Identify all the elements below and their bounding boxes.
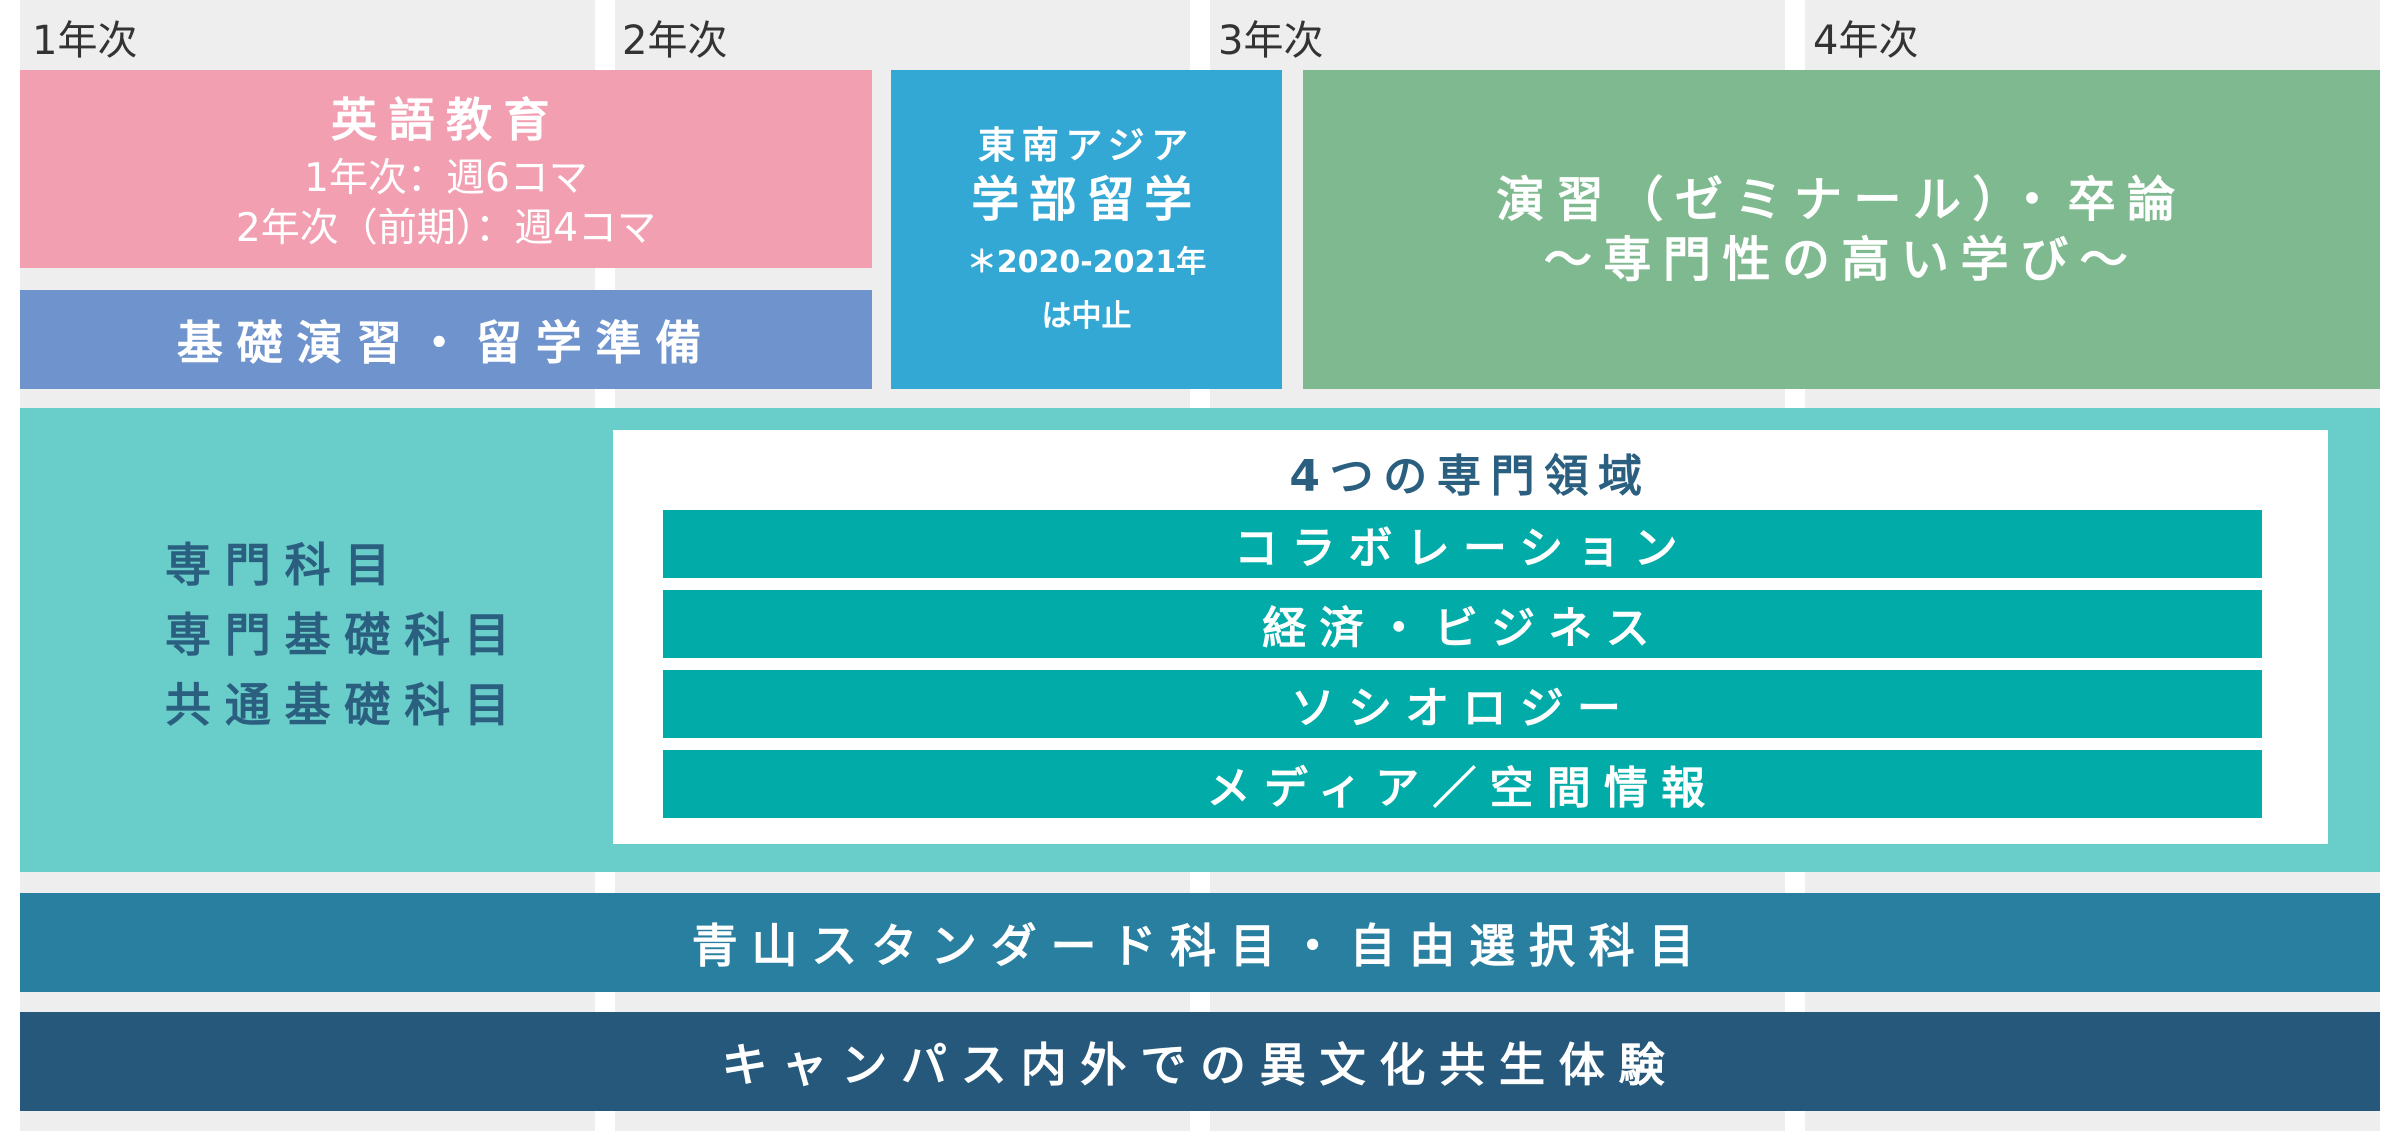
specialty-label-1: 専門科目 [165,538,405,592]
domain-economics-business: 経済・ビジネス [663,590,2262,658]
intercultural-experience-label: キャンパス内外での異文化共生体験 [721,1037,1679,1092]
study-abroad-note-1: ＊2020-2021年 [966,244,1207,280]
domain-media-spatial-info: メディア／空間情報 [663,750,2262,818]
intercultural-experience-block: キャンパス内外での異文化共生体験 [20,1012,2380,1111]
study-abroad-line-1: 東南アジア [978,123,1195,167]
year-label-4: 4年次 [1813,18,1919,64]
seminar-thesis-block: 演習（ゼミナール）・卒論 〜専門性の高い学び〜 [1303,70,2380,389]
year-label-3: 3年次 [1218,18,1324,64]
english-education-line-2: 2年次（前期）：週4コマ [235,206,657,251]
study-abroad-note-2: は中止 [1041,298,1132,334]
year-label-1: 1年次 [32,18,138,64]
domain-sociology: ソシオロジー [663,670,2262,738]
english-education-title: 英語教育 [331,93,561,147]
study-abroad-block: 東南アジア 学部留学 ＊2020-2021年 は中止 [891,70,1282,389]
seminar-thesis-line-1: 演習（ゼミナール）・卒論 [1496,171,2187,228]
english-education-block: 英語教育 1年次：週6コマ 2年次（前期）：週4コマ [20,70,872,268]
year-label-2: 2年次 [622,18,728,64]
specialty-subject-labels: 専門科目 専門基礎科目 共通基礎科目 [165,530,524,740]
aoyama-standard-block: 青山スタンダード科目・自由選択科目 [20,893,2380,992]
study-abroad-line-2: 学部留学 [971,171,1202,228]
seminar-thesis-line-2: 〜専門性の高い学び〜 [1543,231,2140,288]
specialty-label-3: 共通基礎科目 [165,678,524,732]
domain-collaboration: コラボレーション [663,510,2262,578]
domains-title: 4つの専門領域 [1289,451,1652,502]
english-education-line-1: 1年次：週6コマ [304,156,588,201]
basic-seminar-label: 基礎演習・留学準備 [176,315,716,370]
aoyama-standard-label: 青山スタンダード科目・自由選択科目 [691,918,1709,973]
basic-seminar-block: 基礎演習・留学準備 [20,290,872,389]
specialty-label-2: 専門基礎科目 [165,608,524,662]
